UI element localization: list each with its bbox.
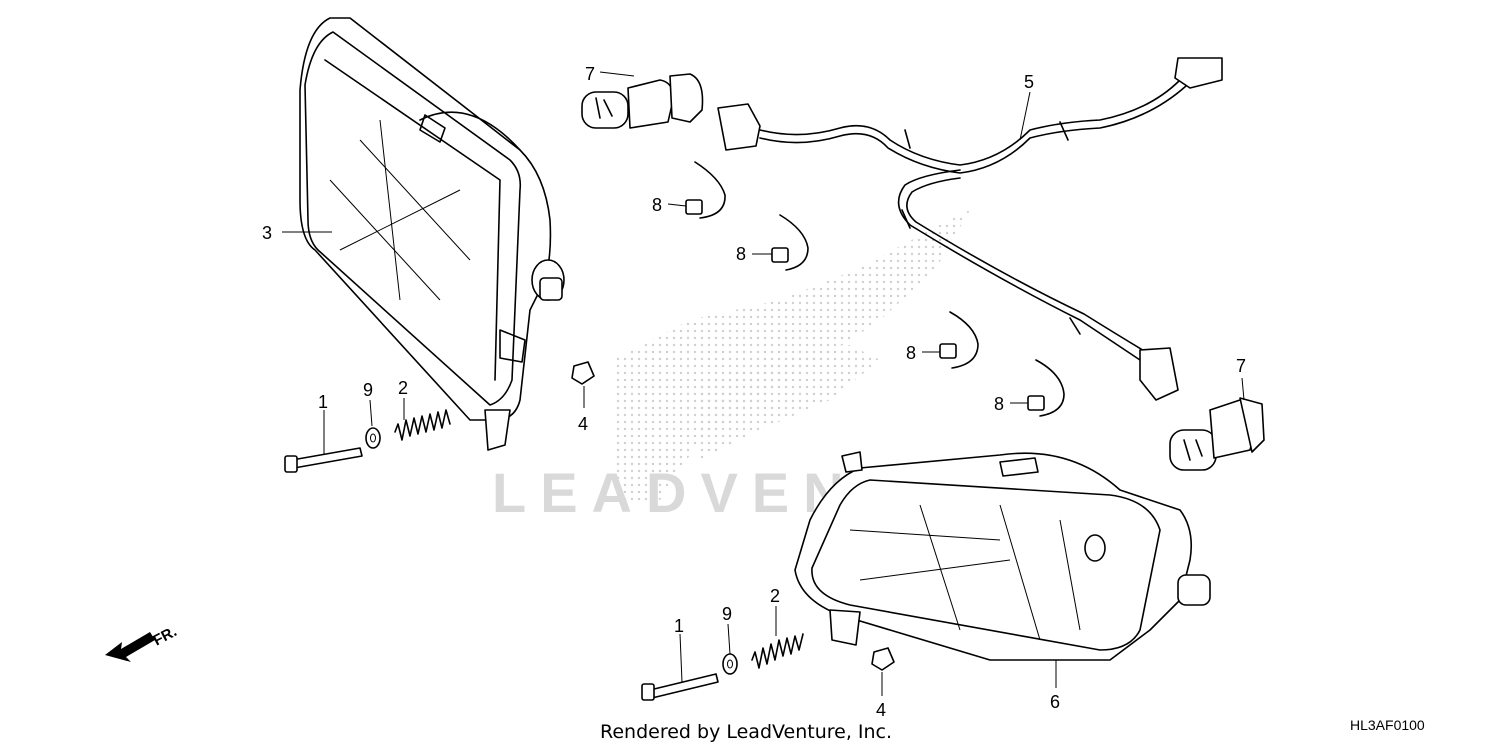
- spring-right[interactable]: [751, 633, 804, 669]
- callout-8-c: 8: [906, 343, 916, 363]
- callout-4-left: 4: [578, 414, 588, 434]
- clip-d[interactable]: [1027, 359, 1065, 417]
- spring-left[interactable]: [394, 409, 451, 441]
- bolt-right[interactable]: [641, 673, 719, 701]
- leader-lines: [282, 71, 1245, 696]
- callout-3: 3: [262, 223, 272, 243]
- front-label: FR.: [150, 623, 179, 649]
- diagram-code: HL3AF0100: [1350, 717, 1425, 733]
- callout-5: 5: [1024, 72, 1034, 92]
- callout-1-right: 1: [674, 616, 684, 636]
- bulb-socket-top[interactable]: [581, 73, 704, 129]
- callout-1-left: 1: [318, 392, 328, 412]
- headlight-right[interactable]: [794, 451, 1211, 661]
- callout-7-top: 7: [585, 64, 595, 84]
- callout-6: 6: [1050, 692, 1060, 712]
- front-arrow-icon: [105, 632, 155, 662]
- headlight-left[interactable]: [299, 17, 565, 451]
- clip-a[interactable]: [685, 161, 726, 219]
- washer-left[interactable]: [365, 427, 381, 449]
- callout-2-right: 2: [770, 586, 780, 606]
- front-direction-indicator: FR.: [105, 623, 180, 662]
- nut-right[interactable]: [871, 647, 895, 671]
- clip-b[interactable]: [771, 214, 809, 271]
- callout-9-right: 9: [722, 604, 732, 624]
- callout-8-b: 8: [736, 244, 746, 264]
- callout-9-left: 9: [363, 380, 373, 400]
- washer-right[interactable]: [722, 653, 738, 675]
- clip-c[interactable]: [939, 311, 979, 369]
- callout-2-left: 2: [398, 378, 408, 398]
- footer-credit: Rendered by LeadVenture, Inc.: [600, 721, 892, 743]
- callout-4-right: 4: [876, 700, 886, 720]
- nut-left[interactable]: [571, 361, 595, 385]
- wire-harness[interactable]: [717, 57, 1223, 401]
- callout-7-right: 7: [1236, 356, 1246, 376]
- bolt-left[interactable]: [284, 447, 363, 473]
- bulb-socket-right[interactable]: [1169, 397, 1265, 471]
- callout-8-d: 8: [994, 394, 1004, 414]
- callouts: 3 1 9 2 4 5 7 7 8 8 8 8 1 9 2 4 6: [262, 64, 1246, 720]
- callout-8-a: 8: [652, 195, 662, 215]
